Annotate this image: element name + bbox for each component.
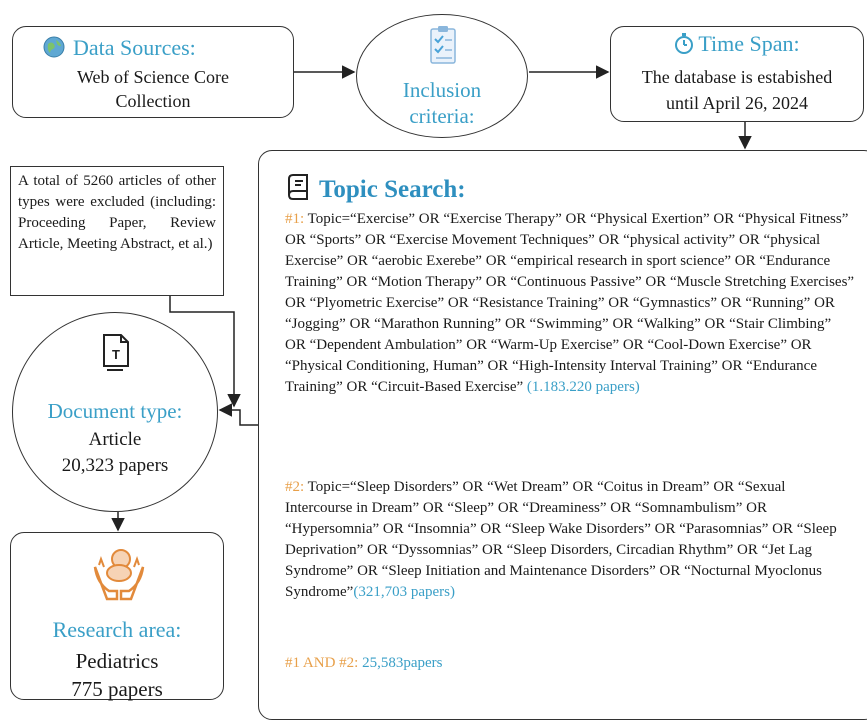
research-area-line1: Pediatrics bbox=[75, 649, 159, 673]
research-area-line2: 775 papers bbox=[71, 677, 163, 701]
topic-search-box: Topic Search: #1: Topic=“Exercise” OR “E… bbox=[258, 150, 867, 720]
inclusion-text: Inclusion criteria: bbox=[357, 77, 527, 129]
time-span-box: Time Span: The database is estabished un… bbox=[610, 26, 864, 122]
document-type-line1: Article bbox=[88, 429, 142, 450]
research-area-box: Research area: Pediatrics 775 papers bbox=[10, 532, 224, 701]
time-span-header: Time Span: bbox=[611, 31, 863, 60]
query-2-count: (321,703 papers) bbox=[353, 584, 455, 600]
excluded-articles-box: A total of 5260 articles of other types … bbox=[10, 166, 224, 296]
baby-hands-icon bbox=[91, 541, 147, 606]
inclusion-criteria-ellipse: Inclusion criteria: bbox=[356, 14, 528, 138]
combined-label: #1 AND #2: bbox=[285, 655, 359, 671]
notebook-icon bbox=[285, 173, 311, 210]
arrow-topic-to-doctype bbox=[218, 403, 258, 426]
inclusion-line2: criteria: bbox=[409, 104, 475, 128]
checklist-icon bbox=[429, 25, 457, 70]
data-sources-line2: Collection bbox=[115, 91, 191, 111]
combined-count: 25,583papers bbox=[362, 655, 443, 671]
document-icon: T bbox=[101, 333, 131, 378]
query-1-text: Topic=“Exercise” OR “Exercise Therapy” O… bbox=[285, 211, 855, 395]
inclusion-line1: Inclusion bbox=[402, 78, 482, 102]
time-span-line1: The database is estabished bbox=[641, 67, 833, 87]
query-2-text: Topic=“Sleep Disorders” OR “Wet Dream” O… bbox=[285, 479, 837, 600]
stopwatch-icon bbox=[674, 32, 694, 60]
topic-search-header: Topic Search: bbox=[285, 173, 466, 210]
data-sources-box: Data Sources: Web of Science Core Collec… bbox=[12, 26, 294, 118]
document-type-line2: 20,323 papers bbox=[61, 455, 169, 476]
time-span-title: Time Span: bbox=[698, 31, 800, 56]
research-area-title: Research area: bbox=[52, 617, 182, 642]
combined-query: #1 AND #2: 25,583papers bbox=[285, 653, 855, 674]
query-1: #1: Topic=“Exercise” OR “Exercise Therap… bbox=[285, 209, 855, 398]
query-2-label: #2: bbox=[285, 479, 305, 495]
excluded-text: A total of 5260 articles of other types … bbox=[18, 173, 216, 252]
document-type-title: Document type: bbox=[47, 399, 183, 423]
svg-text:T: T bbox=[112, 347, 120, 362]
query-1-count: (1.183.220 papers) bbox=[526, 379, 640, 395]
time-span-line2: until April 26, 2024 bbox=[665, 93, 808, 113]
topic-search-title: Topic Search: bbox=[319, 176, 466, 204]
globe-icon bbox=[43, 36, 65, 64]
data-sources-line1: Web of Science Core bbox=[77, 67, 229, 87]
query-1-label: #1: bbox=[285, 211, 305, 227]
data-sources-title: Data Sources: bbox=[73, 35, 196, 60]
data-sources-header: Data Sources: bbox=[43, 35, 196, 64]
document-type-ellipse: T Document type: Article 20,323 papers bbox=[12, 312, 218, 512]
query-2: #2: Topic=“Sleep Disorders” OR “Wet Drea… bbox=[285, 477, 855, 603]
